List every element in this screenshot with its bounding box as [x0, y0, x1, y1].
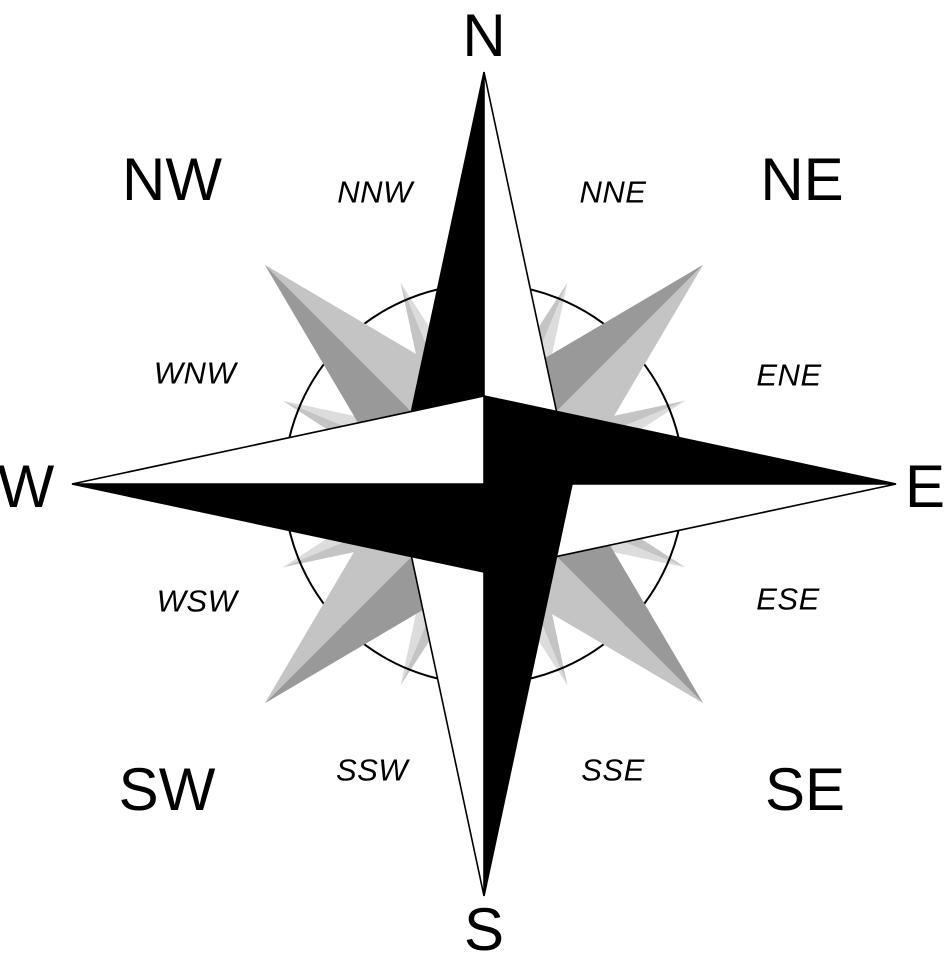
label-ese: ESE [756, 581, 820, 617]
compass-point-n [395, 71, 573, 485]
label-nw: NW [122, 146, 222, 213]
label-w: W [0, 453, 55, 520]
label-se: SE [764, 756, 846, 823]
label-e: E [904, 453, 946, 520]
compass-point-w [71, 395, 485, 573]
label-ssw: SSW [335, 752, 409, 788]
label-n: N [462, 2, 506, 69]
label-ne: NE [760, 146, 844, 213]
label-wsw: WSW [156, 583, 238, 619]
label-sw: SW [118, 756, 216, 823]
cardinal-points-layer [71, 71, 897, 897]
label-s: S [463, 896, 505, 963]
compass-point-s [395, 483, 573, 897]
label-sse: SSE [581, 752, 645, 788]
label-nnw: NNW [337, 174, 413, 210]
label-ene: ENE [756, 357, 822, 393]
compass-point-e [483, 395, 897, 573]
label-nne: NNE [579, 174, 647, 210]
label-wnw: WNW [153, 355, 237, 391]
